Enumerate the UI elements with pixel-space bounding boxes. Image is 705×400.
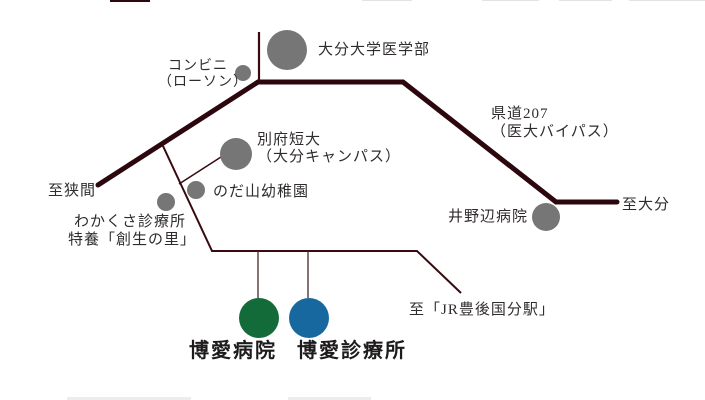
beppu-campus-label-line1: 別府短大 <box>257 132 322 148</box>
convenience-store-marker <box>235 65 251 81</box>
convenience-store-label: コンビニ （ローソン） <box>158 59 248 91</box>
to-jr-station-label: 至「JR豊後国分駅」 <box>409 302 555 318</box>
to-oita-label: 至大分 <box>622 197 671 213</box>
wakakusa-clinic-marker <box>157 193 175 211</box>
clipped-edge-artifact <box>110 0 150 2</box>
inobe-hospital-label: 井野辺病院 <box>448 209 529 225</box>
hakuai-hospital-label: 博愛病院 <box>189 340 277 362</box>
beppu-campus-branch-road <box>178 156 222 185</box>
route-207-label-line1: 県道207 <box>491 106 549 122</box>
beppu-campus-marker <box>220 138 252 170</box>
clipped-edge-artifact <box>482 0 539 1</box>
main-road <box>95 79 620 205</box>
beppu-campus-label: 別府短大 （大分キャンパス） <box>257 132 401 166</box>
convenience-store-label-line1: コンビニ <box>168 59 228 74</box>
clipped-edge-artifact <box>559 0 612 1</box>
route-207-label-line2: （医大バイパス） <box>491 124 619 140</box>
oita-university-marker <box>267 30 307 70</box>
hakuai-clinic-marker <box>289 298 329 338</box>
hakuai-clinic-label: 博愛診療所 <box>297 340 407 362</box>
beppu-campus-label-line2: （大分キャンパス） <box>257 149 402 165</box>
to-hazama-label: 至狭間 <box>48 183 97 199</box>
hakuai-hospital-marker <box>239 298 279 338</box>
nodayama-kindergarten-marker <box>187 181 205 199</box>
jr-station-road <box>162 145 462 294</box>
wakakusa-clinic-label-line2: 特養「創生の里」 <box>68 232 197 248</box>
clipped-edge-artifact <box>67 397 191 400</box>
inobe-hospital-marker <box>532 203 560 231</box>
clipped-edge-artifact <box>629 0 705 1</box>
wakakusa-clinic-label-line1: わかくさ診療所 <box>73 214 186 230</box>
nodayama-kindergarten-label: のだ山幼稚園 <box>213 184 310 200</box>
convenience-store-label-line2: （ローソン） <box>158 75 248 90</box>
wakakusa-clinic-label: わかくさ診療所 特養「創生の里」 <box>68 213 197 249</box>
route-207-label: 県道207 （医大バイパス） <box>491 105 619 141</box>
clipped-edge-artifact <box>362 0 412 1</box>
oita-university-label: 大分大学医学部 <box>318 42 431 58</box>
clipped-edge-artifact <box>288 397 371 400</box>
